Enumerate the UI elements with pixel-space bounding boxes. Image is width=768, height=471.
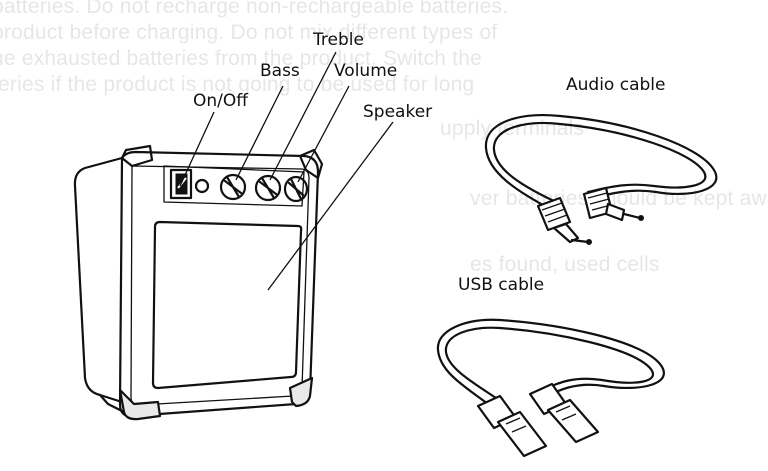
- cabinet-side: [73, 156, 124, 404]
- speaker-grille: [151, 220, 303, 390]
- corner-bottom-right: [288, 376, 314, 408]
- bleed-through-line: ue exhausted batteries from the product.…: [0, 47, 482, 70]
- usb-plug-right: [528, 382, 600, 444]
- bleed-through-line: teries if the product is not going to be…: [0, 73, 475, 96]
- usb-cable: [436, 318, 665, 458]
- corner-bottom-left: [118, 388, 162, 421]
- label-usb-cable: USB cable: [458, 275, 544, 295]
- leader-lines: [179, 51, 394, 291]
- label-volume: Volume: [334, 61, 397, 81]
- speaker-amp: [73, 144, 324, 421]
- audio-cable: [484, 114, 718, 245]
- label-treble: Treble: [312, 30, 364, 50]
- label-on-off: On/Off: [193, 91, 249, 111]
- bleed-through-line: batteries. Do not recharge non-rechargea…: [0, 0, 509, 18]
- bleed-through-line: es found, used cells: [470, 253, 660, 276]
- control-panel: [163, 165, 305, 207]
- usb-plug-left: [476, 394, 548, 458]
- audio-plug-left: [536, 196, 592, 245]
- volume-knob: [283, 175, 309, 203]
- bleed-through-line: product before charging. Do not mix diff…: [0, 21, 498, 44]
- label-speaker: Speaker: [363, 102, 432, 122]
- label-audio-cable: Audio cable: [566, 75, 665, 95]
- power-led: [194, 178, 210, 194]
- treble-knob: [254, 174, 282, 202]
- corner-top-left: [120, 144, 154, 168]
- bass-knob: [219, 173, 247, 201]
- label-bass: Bass: [260, 61, 300, 81]
- audio-plug-right: [582, 186, 644, 222]
